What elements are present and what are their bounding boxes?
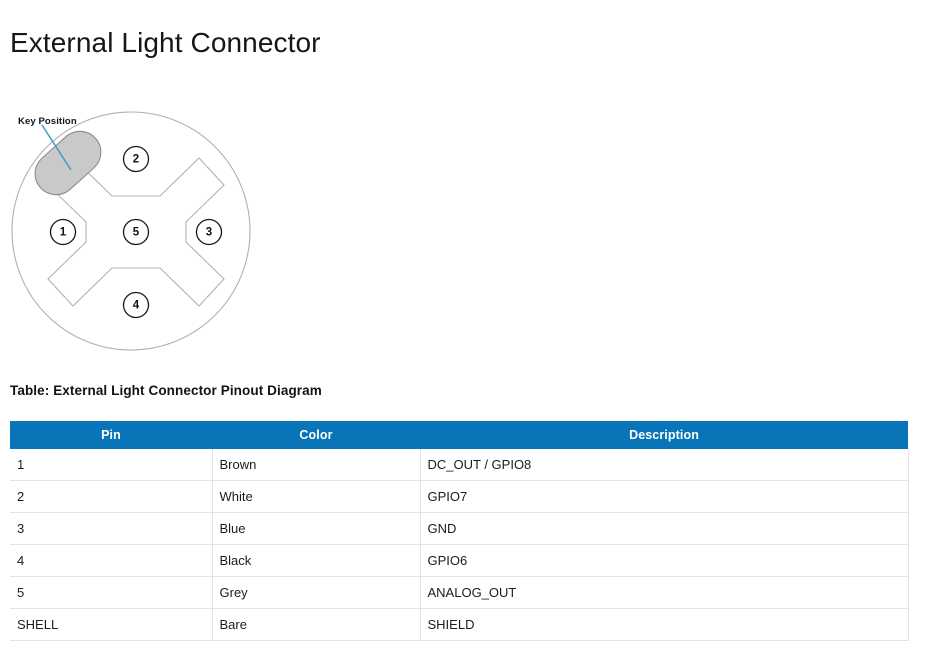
table-row: 1 Brown DC_OUT / GPIO8 [10, 449, 909, 481]
keyway-shape [34, 130, 102, 196]
table-caption: Table: External Light Connector Pinout D… [10, 383, 322, 398]
pin-circle-4 [122, 291, 150, 319]
cell-pin: SHELL [10, 608, 213, 641]
cell-pin: 2 [10, 480, 213, 513]
table-header: Pin Color Description [10, 421, 908, 449]
key-position-label: Key Position [18, 116, 77, 127]
pin-number-5: 5 [133, 227, 140, 239]
pin-circle-3 [195, 218, 223, 246]
pin-number-4: 4 [133, 300, 140, 312]
cell-color: Brown [212, 449, 421, 481]
cell-color: White [212, 480, 421, 513]
cell-pin: 4 [10, 544, 213, 577]
connector-diagram: Key Position 1 2 3 4 5 [0, 100, 280, 365]
table-row: 4 Black GPIO6 [10, 544, 909, 577]
pin-circle-1 [49, 218, 77, 246]
cell-color: Bare [212, 608, 421, 641]
cell-pin: 5 [10, 576, 213, 609]
pin-marker-2: 2 [122, 145, 150, 173]
table-row: 3 Blue GND [10, 512, 909, 545]
table-body: 1 Brown DC_OUT / GPIO8 2 White GPIO7 3 B… [10, 449, 909, 641]
key-position-leader-line [41, 124, 72, 171]
column-header-description: Description [420, 421, 908, 449]
pin-marker-5: 5 [122, 218, 150, 246]
pin-number-3: 3 [206, 227, 212, 239]
column-header-color: Color [212, 421, 420, 449]
cell-description: GND [420, 512, 909, 545]
pin-number-1: 1 [60, 227, 67, 239]
page-title: External Light Connector [10, 26, 321, 58]
table-header-row: Pin Color Description [10, 421, 908, 449]
pin-marker-3: 3 [195, 218, 223, 246]
pin-marker-4: 4 [122, 291, 150, 319]
pin-circle-2 [122, 145, 150, 173]
table-row: SHELL Bare SHIELD [10, 608, 909, 641]
keyway-marker [34, 130, 102, 196]
cell-color: Grey [212, 576, 421, 609]
table-row: 5 Grey ANALOG_OUT [10, 576, 909, 609]
cell-description: SHIELD [420, 608, 909, 641]
pin-marker-1: 1 [49, 218, 77, 246]
pin-circle-5 [122, 218, 150, 246]
pin-number-2: 2 [133, 154, 139, 166]
cell-description: DC_OUT / GPIO8 [420, 449, 909, 481]
table-row: 2 White GPIO7 [10, 480, 909, 513]
cell-description: GPIO6 [420, 544, 909, 577]
cell-description: ANALOG_OUT [420, 576, 909, 609]
cell-color: Blue [212, 512, 421, 545]
cell-pin: 3 [10, 512, 213, 545]
pinout-table: Pin Color Description 1 Brown DC_OUT / G… [10, 421, 909, 641]
connector-diagram-svg: Key Position 1 2 3 4 5 [11, 111, 251, 351]
column-header-pin: Pin [10, 421, 212, 449]
cell-pin: 1 [10, 449, 213, 481]
cell-description: GPIO7 [420, 480, 909, 513]
cell-color: Black [212, 544, 421, 577]
